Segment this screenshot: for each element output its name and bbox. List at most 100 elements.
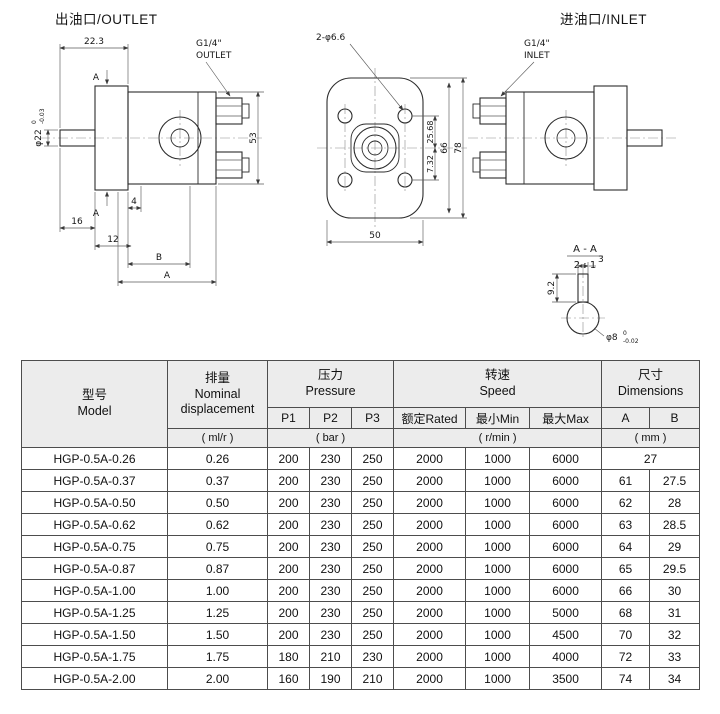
spec-cell-min: 1000 bbox=[465, 667, 531, 690]
spec-cell-model: HGP-0.5A-1.75 bbox=[21, 645, 168, 668]
dim-7-32: 7.32 bbox=[426, 155, 435, 173]
dim-16: 16 bbox=[71, 217, 83, 227]
section-mark-a-bottom: A bbox=[93, 209, 100, 219]
shaft-bore bbox=[367, 140, 383, 156]
col-header-p3: P3 bbox=[350, 407, 395, 429]
inlet-pump-outline bbox=[472, 85, 663, 191]
header-speed-en: Speed bbox=[479, 384, 516, 398]
pump-body bbox=[127, 91, 217, 185]
spec-cell-min: 1000 bbox=[465, 447, 531, 470]
spec-cell-p1: 200 bbox=[267, 513, 310, 536]
header-pressure-cn: 压力 bbox=[318, 368, 344, 383]
col-header-model: 型号 Model bbox=[21, 360, 168, 448]
spec-cell-disp: 0.37 bbox=[167, 469, 268, 492]
spec-cell-p3: 210 bbox=[350, 667, 395, 690]
inlet-body-boss-circle bbox=[544, 116, 588, 160]
spec-cell-p2: 190 bbox=[309, 667, 352, 690]
outlet-dimension-lines bbox=[44, 44, 264, 286]
spec-cell-p2: 230 bbox=[309, 447, 352, 470]
spec-cell-b: 27.5 bbox=[649, 469, 701, 492]
spec-cell-disp: 1.75 bbox=[167, 645, 268, 668]
spec-cell-p2: 230 bbox=[309, 579, 352, 602]
dim-66: 66 bbox=[440, 142, 450, 154]
spec-cell-max: 6000 bbox=[529, 491, 603, 514]
spec-cell-disp: 0.62 bbox=[167, 513, 268, 536]
spec-cell-disp: 0.50 bbox=[167, 491, 268, 514]
outlet-port-label-1: G1/4" bbox=[196, 39, 222, 49]
inlet-body-bore-circle bbox=[556, 128, 576, 148]
spec-cell-min: 1000 bbox=[465, 645, 531, 668]
spec-cell-a: 62 bbox=[601, 491, 651, 514]
outlet-port-boss-top bbox=[215, 97, 243, 125]
col-header-rated: 额定Rated bbox=[393, 407, 467, 429]
technical-drawing-area: 出油口/OUTLET 进油口/INLET bbox=[0, 0, 720, 356]
spec-cell-model: HGP-0.5A-0.87 bbox=[21, 557, 168, 580]
spec-cell-p2: 210 bbox=[309, 645, 352, 668]
spec-cell-disp: 0.87 bbox=[167, 557, 268, 580]
outlet-port-label-2: OUTLET bbox=[196, 51, 232, 61]
section-mark-a-top: A bbox=[93, 73, 100, 83]
spec-cell-p2: 230 bbox=[309, 535, 352, 558]
spec-cell-a: 63 bbox=[601, 513, 651, 536]
spec-cell-p1: 160 bbox=[267, 667, 310, 690]
spec-cell-p1: 200 bbox=[267, 557, 310, 580]
inlet-port-boss-bottom bbox=[479, 151, 507, 179]
spec-cell-min: 1000 bbox=[465, 623, 531, 646]
spec-cell-p2: 230 bbox=[309, 513, 352, 536]
spec-cell-p3: 250 bbox=[350, 469, 395, 492]
spec-cell-b: 33 bbox=[649, 645, 701, 668]
center-bore bbox=[361, 134, 389, 162]
spec-cell-p2: 230 bbox=[309, 557, 352, 580]
col-header-b: B bbox=[649, 407, 701, 429]
dim-78: 78 bbox=[454, 142, 464, 154]
spec-cell-rated: 2000 bbox=[393, 513, 467, 536]
spec-cell-model: HGP-0.5A-0.50 bbox=[21, 491, 168, 514]
outlet-port-boss-bottom bbox=[215, 151, 243, 179]
spec-cell-max: 6000 bbox=[529, 557, 603, 580]
spec-cell-a: 65 bbox=[601, 557, 651, 580]
col-header-speed: 转速 Speed bbox=[393, 360, 603, 408]
spec-cell-max: 6000 bbox=[529, 535, 603, 558]
outlet-pump-outline bbox=[59, 85, 250, 191]
spec-cell-p1: 200 bbox=[267, 491, 310, 514]
flange-plate bbox=[326, 77, 424, 219]
port-plug-top bbox=[241, 103, 250, 119]
spec-cell-min: 1000 bbox=[465, 601, 531, 624]
header-disp-en1: Nominal bbox=[194, 386, 241, 401]
unit-speed: ( r/min ) bbox=[393, 428, 603, 448]
spec-cell-max: 6000 bbox=[529, 469, 603, 492]
inlet-port-plug-bottom bbox=[472, 157, 481, 173]
unit-pressure: ( bar ) bbox=[266, 428, 395, 448]
spec-cell-rated: 2000 bbox=[393, 579, 467, 602]
spec-cell-p3: 250 bbox=[350, 557, 395, 580]
dim-4: 4 bbox=[131, 197, 137, 207]
spec-cell-disp: 1.50 bbox=[167, 623, 268, 646]
header-disp-cn: 排量 bbox=[204, 371, 230, 386]
spec-cell-min: 1000 bbox=[465, 579, 531, 602]
spec-cell-rated: 2000 bbox=[393, 667, 467, 690]
inlet-side-view: G1/4" INLET bbox=[468, 39, 676, 191]
inlet-port-plug-top bbox=[472, 103, 481, 119]
spec-cell-b: 32 bbox=[649, 623, 701, 646]
col-header-displacement: 排量 Nominal displacement bbox=[167, 360, 268, 429]
shaft-tol-top: 0 bbox=[31, 120, 38, 124]
spec-cell-rated: 2000 bbox=[393, 469, 467, 492]
section-scale: 2 : 1 bbox=[574, 260, 596, 271]
spec-cell-p3: 250 bbox=[350, 623, 395, 646]
col-header-p2: P2 bbox=[309, 407, 352, 429]
inlet-port-label-1: G1/4" bbox=[524, 39, 550, 49]
spec-cell-rated: 2000 bbox=[393, 535, 467, 558]
dim-53: 53 bbox=[249, 132, 259, 143]
spec-cell-p3: 250 bbox=[350, 535, 395, 558]
spec-cell-rated: 2000 bbox=[393, 623, 467, 646]
spec-cell-b: 28.5 bbox=[649, 513, 701, 536]
center-boss bbox=[353, 126, 397, 170]
spec-table-wrap: 型号 Model 排量 Nominal displacement 压力 Pres… bbox=[21, 360, 701, 690]
spec-cell-p1: 200 bbox=[267, 623, 310, 646]
spec-cell-rated: 2000 bbox=[393, 645, 467, 668]
